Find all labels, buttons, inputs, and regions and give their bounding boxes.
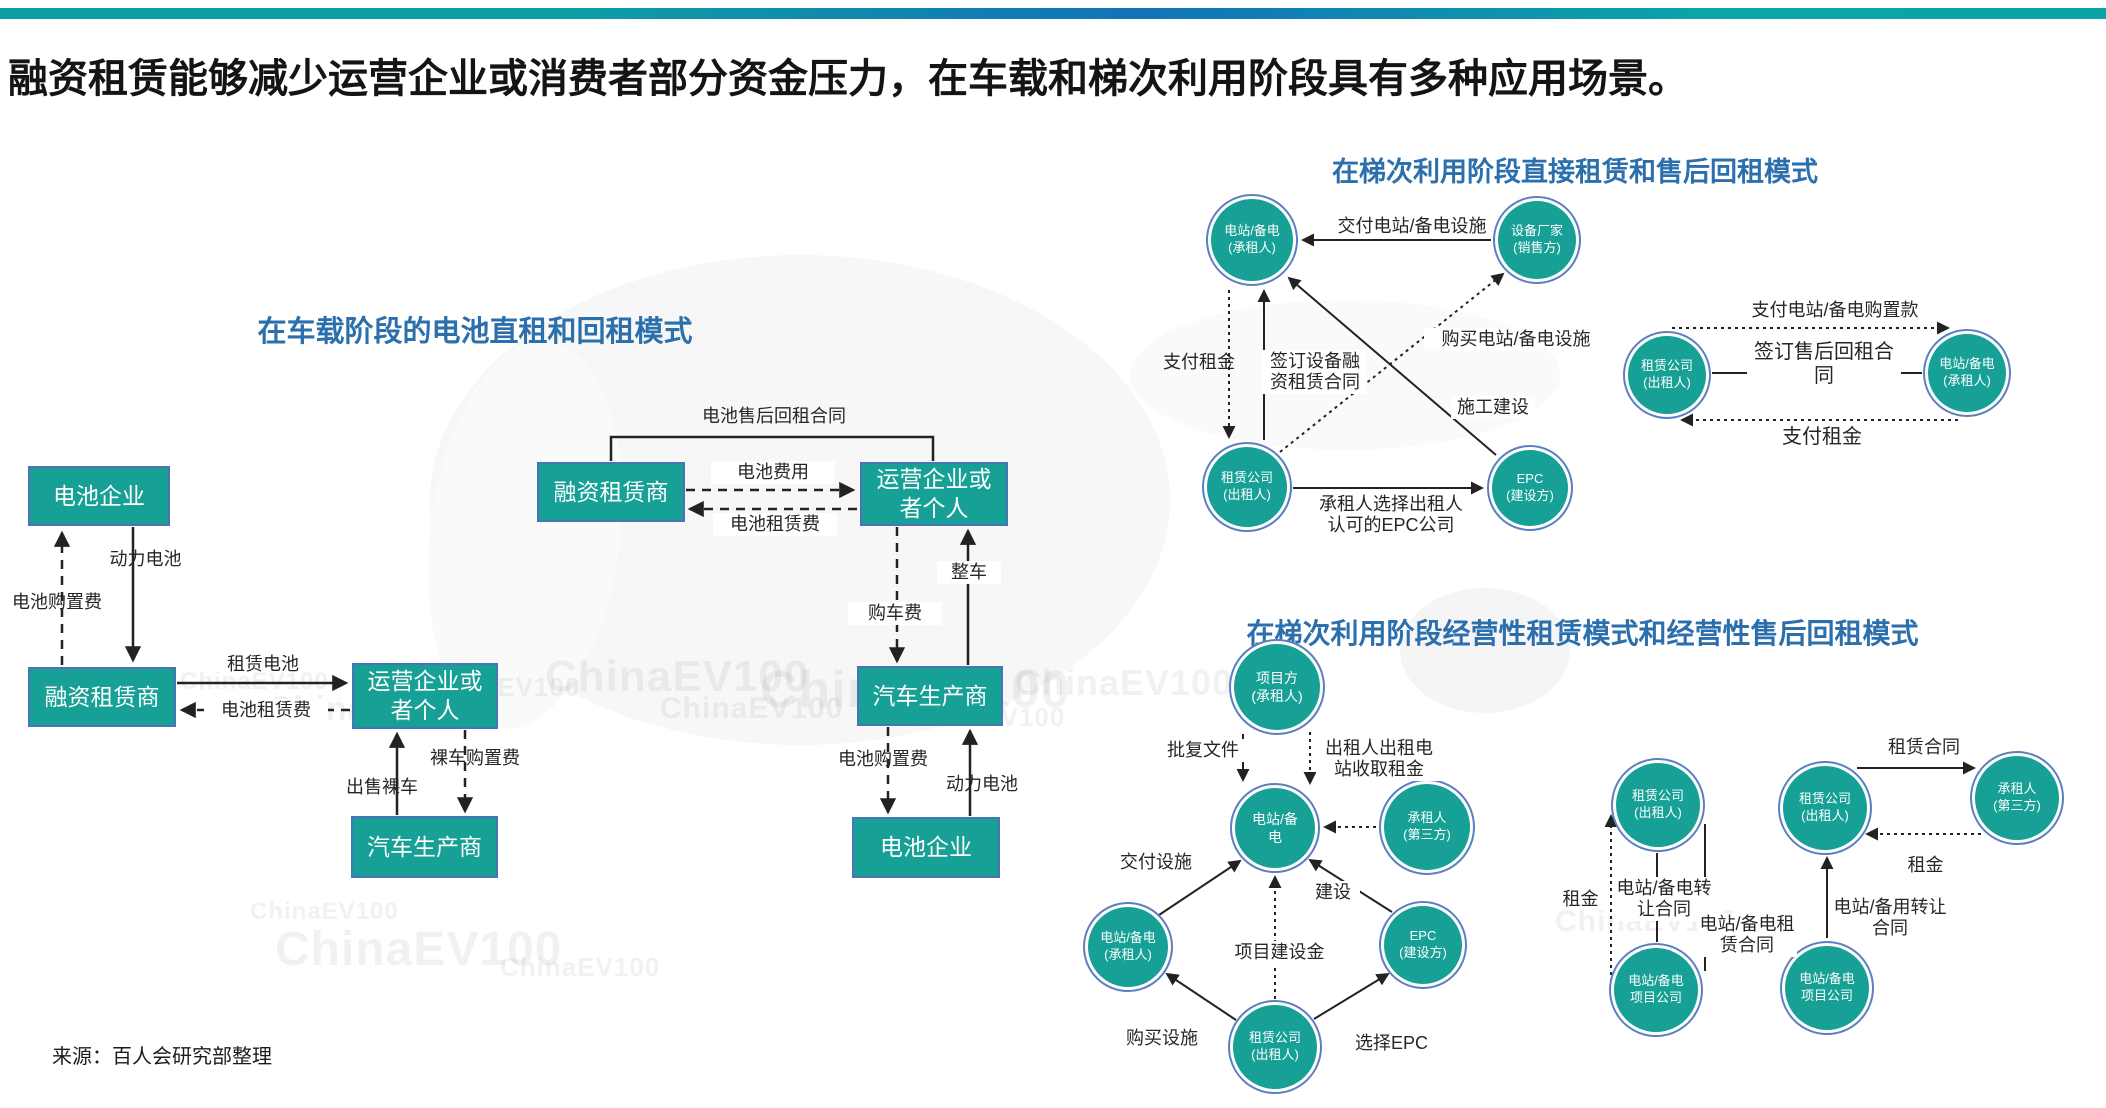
node-leasing-company: 租赁公司 (出租人) xyxy=(1202,442,1292,532)
node-finance-lessor: 融资租赁商 xyxy=(28,667,176,727)
node-leasing-company-pair2: 租赁公司 (出租人) xyxy=(1778,761,1872,855)
node-label: 电站/备电 (承租人) xyxy=(1939,356,1995,388)
node-label: 项目方 (承租人) xyxy=(1251,669,1303,704)
edge-label-rent-left: 租金 xyxy=(1562,889,1599,909)
edge-label-buy-station: 购买电站/备电设施 xyxy=(1424,328,1608,352)
edge-label-battery-rental-fee: 电池租赁费 xyxy=(204,699,328,723)
edge-label-project-fund: 项目建设金 xyxy=(1230,941,1329,965)
node-label: 租赁公司 (出租人) xyxy=(1631,788,1684,820)
edge-label-battery-purchase-fee: 电池购置费 xyxy=(12,592,102,612)
header-gradient-bar xyxy=(0,8,2106,19)
node-station-lessee-leaseback: 电站/备电 (承租人) xyxy=(1923,329,2011,417)
node-equipment-maker: 设备厂家 (销售方) xyxy=(1493,196,1581,284)
node-battery-company-2: 电池企业 xyxy=(852,817,1000,878)
watermark-text: ChinaEV100 xyxy=(180,668,329,695)
edge-label-lease-battery: 租赁电池 xyxy=(227,654,299,674)
section-title-echelon-direct: 在梯次利用阶段直接租赁和售后回租模式 xyxy=(1332,157,1818,187)
node-label: 电站/备电 (承租人) xyxy=(1224,223,1280,255)
node-project-lessee: 项目方 (承租人) xyxy=(1229,639,1325,735)
edge-label-buy-facility: 购买设施 xyxy=(1126,1028,1198,1048)
edge-label-backup-transfer-contract: 电站/备用转让合同 xyxy=(1830,896,1950,941)
node-station-project-company-1: 电站/备电 项目公司 xyxy=(1609,943,1703,1037)
edge-label-bare-car-purchase-fee: 裸车购置费 xyxy=(430,748,520,768)
node-label: 租赁公司 (出租人) xyxy=(1248,1030,1301,1062)
edge-label-lessor-collect-rent: 出租人出租电站收取租金 xyxy=(1316,737,1442,782)
node-automaker-2: 汽车生产商 xyxy=(857,666,1003,726)
edge-label-station-lease-contract: 电站/备电租赁合同 xyxy=(1697,913,1797,958)
node-battery-company: 电池企业 xyxy=(28,466,170,526)
node-leasing-company-leaseback: 租赁公司 (出租人) xyxy=(1623,331,1711,419)
section-title-echelon-operating: 在梯次利用阶段经营性租赁模式和经营性售后回租模式 xyxy=(1246,618,1919,649)
node-label: 租赁公司 (出租人) xyxy=(1640,358,1693,390)
node-label: 设备厂家 (销售方) xyxy=(1510,223,1563,255)
edge-label-power-battery: 动力电池 xyxy=(109,549,182,569)
node-station-lessee: 电站/备电 (承租人) xyxy=(1206,194,1298,286)
node-finance-lessor-2: 融资租赁商 xyxy=(537,462,685,522)
node-third-party-lessee: 承租人 (第三方) xyxy=(1379,779,1475,875)
node-automaker: 汽车生产商 xyxy=(351,816,498,878)
edge-label-battery-purchase-fee-2: 电池购置费 xyxy=(838,749,928,769)
node-station-lessee-operating: 电站/备电 (承租人) xyxy=(1083,902,1173,992)
node-label: 租赁公司 (出租人) xyxy=(1220,470,1273,502)
edge-label-construction-build: 施工建设 xyxy=(1451,396,1535,420)
node-station-project-company-2: 电站/备电 项目公司 xyxy=(1780,941,1874,1035)
watermark-text: ChinaEV100 xyxy=(275,923,563,976)
edge-label-battery-rental-fee-2: 电池租赁费 xyxy=(713,513,837,537)
node-third-party-lessee-2: 承租人 (第三方) xyxy=(1970,751,2064,845)
page-title: 融资租赁能够减少运营企业或消费者部分资金压力，在车载和梯次利用阶段具有多种应用场… xyxy=(8,57,1688,101)
edge-label-sell-bare-car: 出售裸车 xyxy=(346,777,418,797)
node-leasing-company-pair1: 租赁公司 (出租人) xyxy=(1611,758,1705,852)
edge-label-approval-doc: 批复文件 xyxy=(1161,739,1245,763)
node-operator-or-individual: 运营企业或者个人 xyxy=(352,663,498,729)
node-station-backup: 电站/备 电 xyxy=(1230,783,1320,873)
node-epc-builder: EPC (建设方) xyxy=(1487,445,1573,531)
watermark-text: ChinaEV100 xyxy=(1015,662,1234,703)
node-leasing-company-operating: 租赁公司 (出租人) xyxy=(1228,1000,1322,1094)
edge-label-sign-finance-lease: 签订设备融资租赁合同 xyxy=(1263,350,1367,395)
node-label: EPC (建设方) xyxy=(1506,471,1554,503)
edge-label-car-purchase-fee: 购车费 xyxy=(848,602,942,626)
edge-label-pay-rent-leaseback: 支付租金 xyxy=(1782,426,1862,448)
edge-label-select-epc: 选择EPC xyxy=(1354,1033,1428,1053)
edge-label-deliver-facility: 交付设施 xyxy=(1120,852,1192,872)
watermark-text: ChinaEV100 xyxy=(660,692,844,725)
watermark-text: ChinaEV100 xyxy=(500,952,661,982)
node-operator-or-individual-2: 运营企业或者个人 xyxy=(860,462,1008,526)
edge-label-battery-fee: 电池费用 xyxy=(711,461,835,485)
watermark-text: ChinaEV100 xyxy=(250,898,399,925)
node-epc-builder-operating: EPC (建设方) xyxy=(1379,901,1467,989)
node-label: 承租人 (第三方) xyxy=(1993,781,2041,813)
node-label: 电站/备 电 xyxy=(1252,810,1298,845)
edge-label-pay-station-price: 支付电站/备电购置款 xyxy=(1751,300,1919,320)
background-blob-small xyxy=(1400,588,1570,713)
node-label: 租赁公司 (出租人) xyxy=(1798,791,1851,823)
edge-label-build: 建设 xyxy=(1306,881,1360,905)
edge-label-whole-car: 整车 xyxy=(937,561,1001,585)
node-label: 电站/备电 项目公司 xyxy=(1628,973,1684,1005)
edge-label-lease-contract: 租赁合同 xyxy=(1888,737,1960,757)
edge-label-station-transfer-contract: 电站/备电转让合同 xyxy=(1614,877,1714,922)
node-label: 承租人 (第三方) xyxy=(1403,810,1451,842)
node-label: EPC (建设方) xyxy=(1399,928,1447,960)
edge-label-lessee-choose-epc: 承租人选择出租人认可的EPC公司 xyxy=(1314,493,1468,538)
edge-label-rent-right: 租金 xyxy=(1907,855,1944,875)
edge-label-power-battery-2: 动力电池 xyxy=(946,774,1018,794)
watermark-text: ChinaEV100 xyxy=(545,652,810,701)
edge-label-pay-rent: 支付租金 xyxy=(1163,352,1235,372)
source-note: 来源：百人会研究部整理 xyxy=(52,1046,272,1068)
node-label: 电站/备电 项目公司 xyxy=(1799,971,1855,1003)
section-title-vehicle-stage: 在车载阶段的电池直租和回租模式 xyxy=(257,316,693,348)
node-label: 电站/备电 (承租人) xyxy=(1100,930,1156,962)
edge-label-battery-leaseback-contract: 电池售后回租合同 xyxy=(702,406,846,426)
edge-label-sign-leaseback-contract: 签订售后回租合同 xyxy=(1747,340,1901,390)
edge-label-deliver-station: 交付电站/备电设施 xyxy=(1337,216,1487,236)
